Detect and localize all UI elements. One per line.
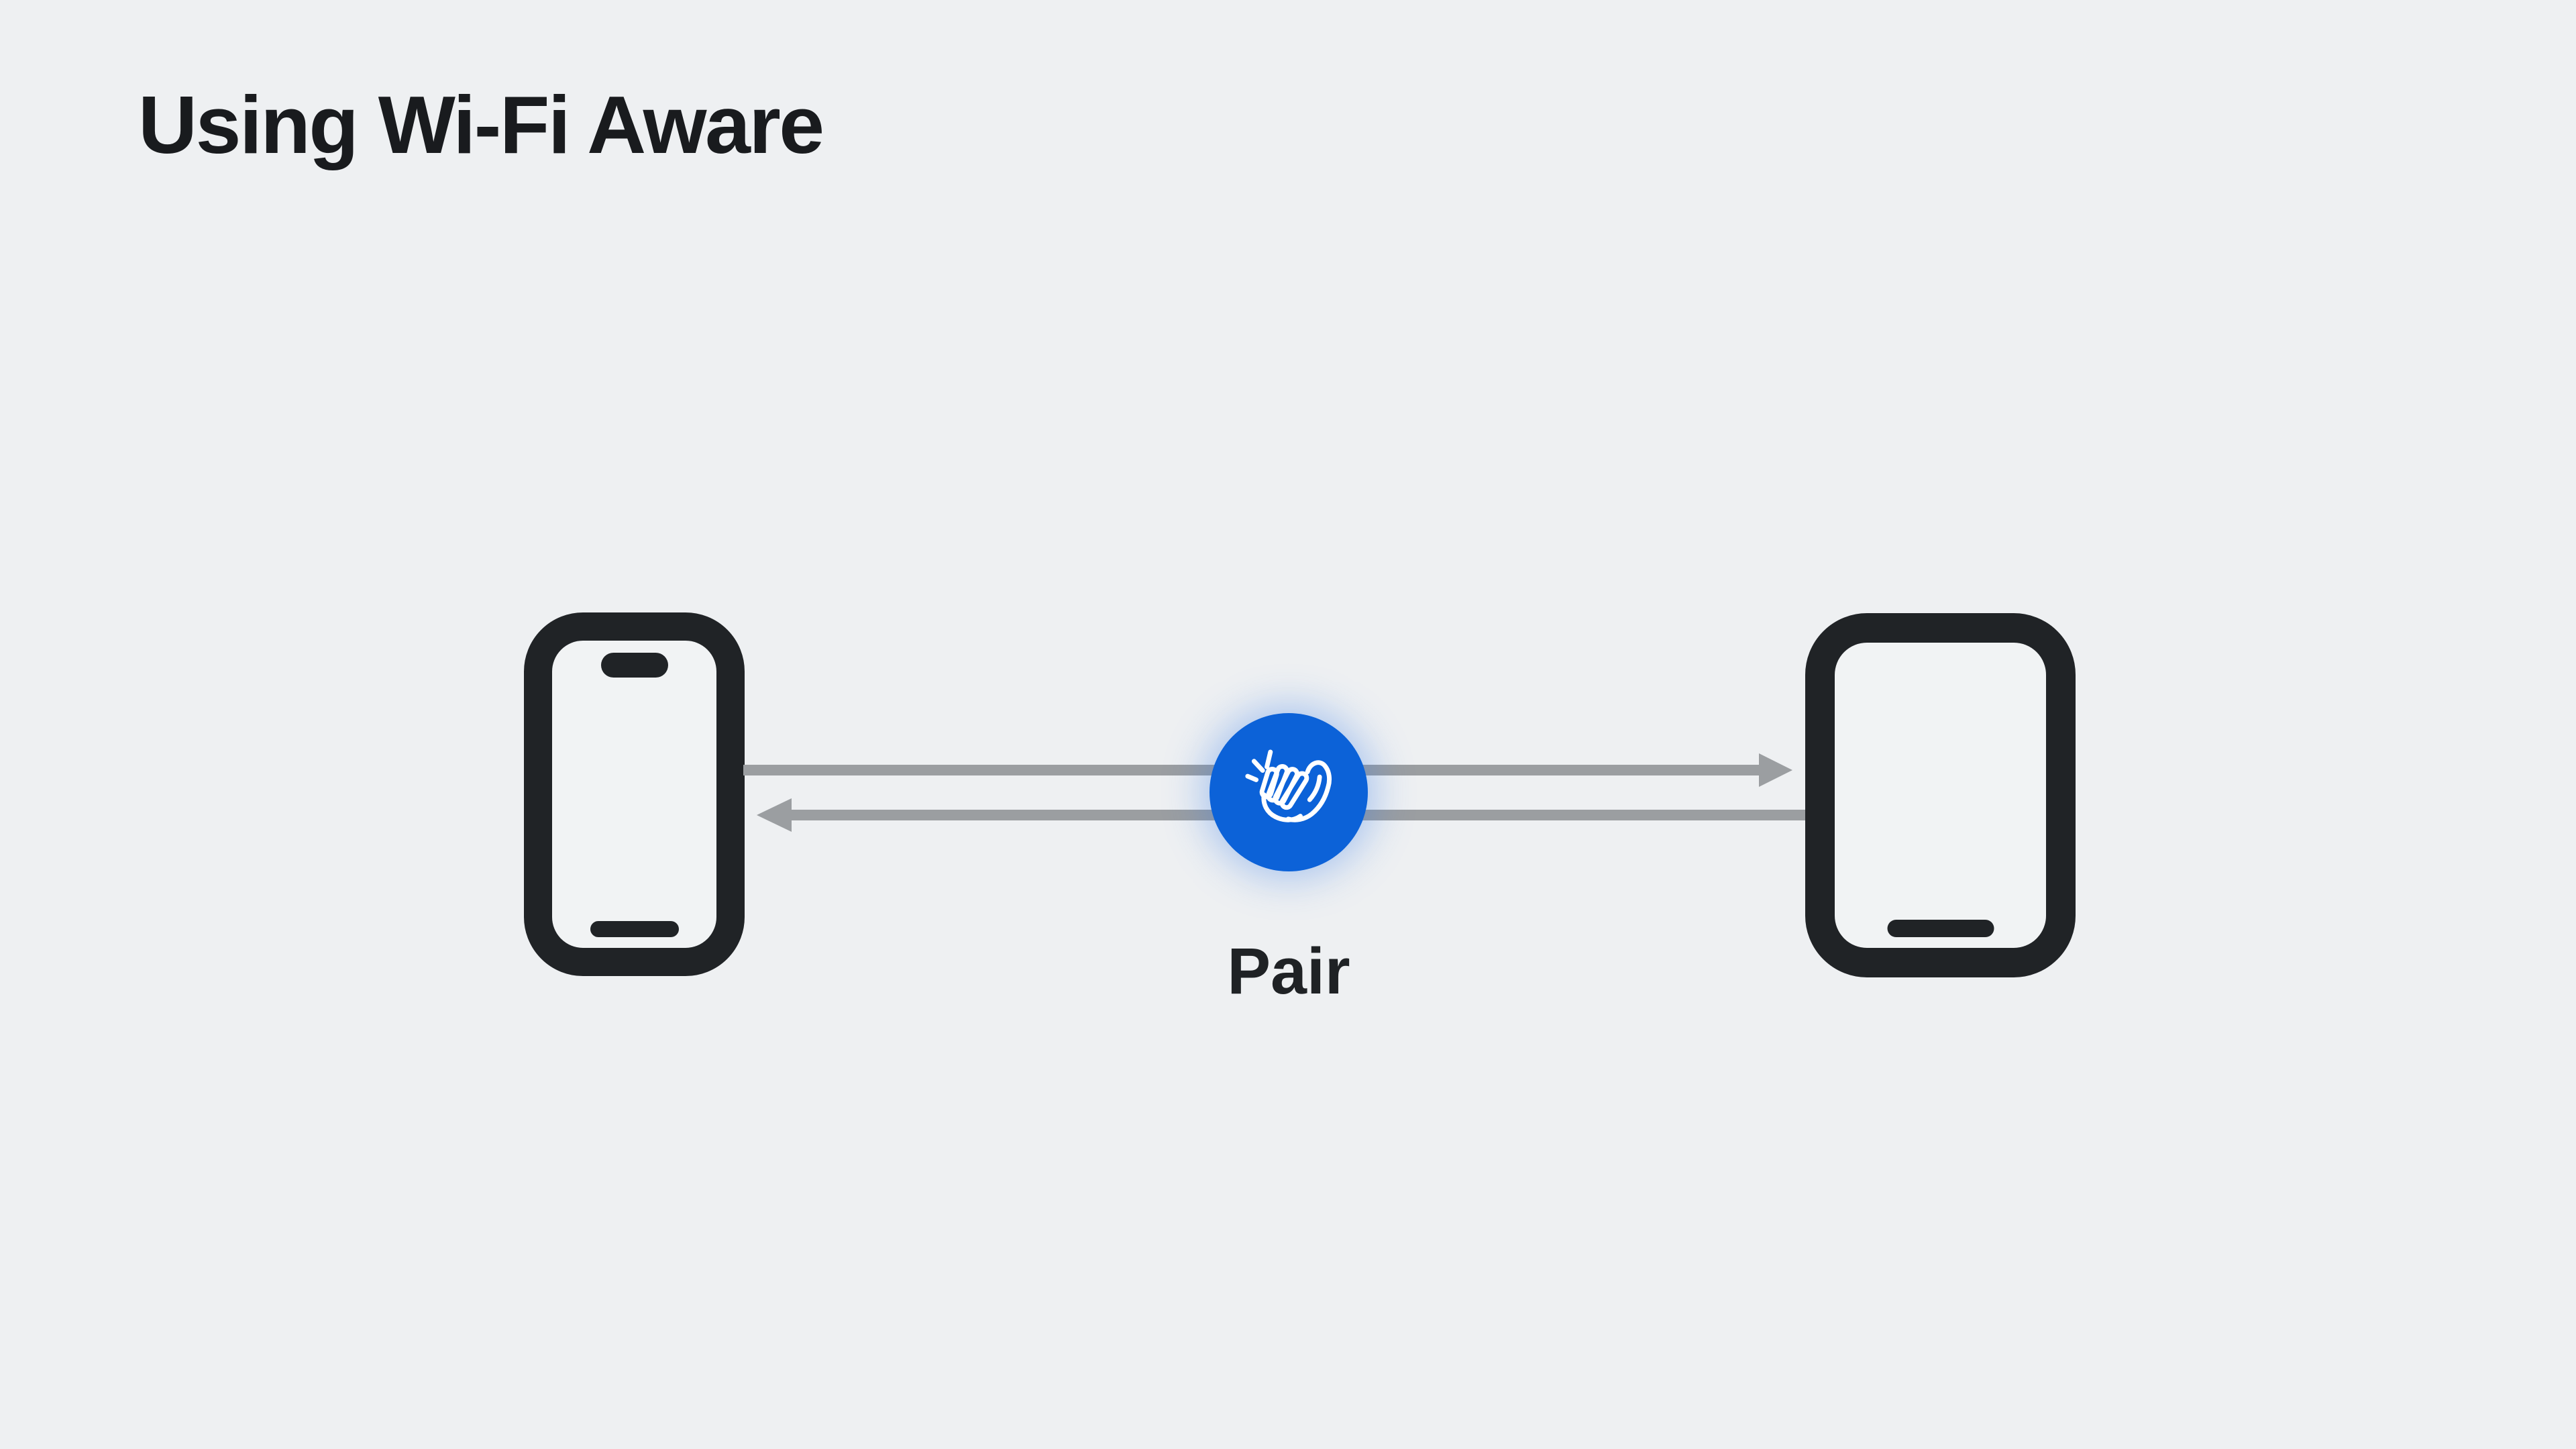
pair-badge [1210, 713, 1368, 871]
pair-label: Pair [1227, 934, 1350, 1008]
clapping-hands-icon [1245, 749, 1332, 822]
phone-home-indicator [590, 921, 679, 937]
tablet-home-indicator [1887, 920, 1994, 937]
tablet-device-icon [1805, 613, 2076, 977]
page-title: Using Wi-Fi Aware [138, 79, 824, 170]
phone-device-icon [524, 612, 745, 976]
phone-notch [600, 653, 668, 678]
